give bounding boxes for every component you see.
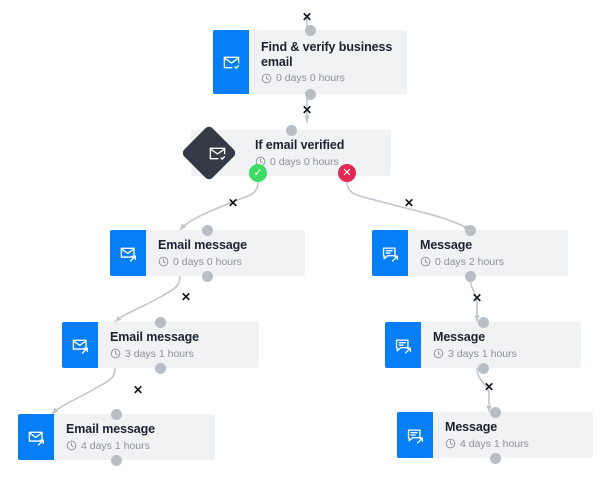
node-body: Email message 0 days 0 hours: [146, 230, 305, 276]
node-duration: 0 days 2 hours: [420, 256, 558, 268]
node-body: Email message 4 days 1 hours: [54, 414, 215, 460]
node-message-1[interactable]: Message 0 days 2 hours: [372, 224, 568, 282]
node-message-3[interactable]: Message 4 days 1 hours: [397, 406, 593, 464]
node-title: Email message: [110, 330, 200, 345]
edge-delete-x-icon-entry[interactable]: ✕: [301, 10, 313, 24]
clock-icon: [445, 438, 456, 449]
speech-bubble-arrow-icon: [407, 428, 423, 444]
node-duration: 0 days 0 hours: [158, 256, 295, 268]
edge-delete-x-icon-yes[interactable]: ✕: [227, 196, 239, 210]
node-duration-text: 4 days 1 hours: [81, 439, 150, 452]
node-port-top[interactable]: [155, 316, 166, 328]
node-port-top[interactable]: [489, 406, 501, 418]
node-message-2[interactable]: Message 3 days 1 hours: [385, 316, 581, 374]
node-title: Message: [445, 420, 498, 435]
edge-delete-x-icon-email1[interactable]: ✕: [180, 290, 192, 304]
node-title: If email verified: [255, 138, 345, 153]
node-body: Message 3 days 1 hours: [421, 322, 581, 368]
node-title: Find & verify business email: [261, 40, 393, 69]
node-icon-tile-decision: [180, 124, 243, 182]
node-port-bottom[interactable]: [489, 452, 501, 464]
node-icon-tile: [110, 230, 146, 276]
edge-delete-x-icon-no[interactable]: ✕: [403, 196, 415, 210]
node-body: If email verified 0 days 0 hours: [243, 130, 391, 176]
node-port-bottom[interactable]: [202, 270, 213, 282]
clock-icon: [433, 348, 444, 359]
node-port-top[interactable]: [285, 124, 297, 136]
speech-bubble-arrow-icon: [395, 338, 411, 354]
node-if-email-verified[interactable]: If email verified 0 days 0 hours: [180, 124, 391, 182]
speech-bubble-arrow-icon: [382, 246, 398, 262]
node-duration: 3 days 1 hours: [110, 348, 249, 360]
node-duration-text: 3 days 1 hours: [448, 347, 517, 360]
envelope-arrow-icon: [120, 247, 136, 262]
edge-delete-x-icon-email2[interactable]: ✕: [132, 383, 144, 397]
edge-yes-to-email1: [179, 181, 259, 231]
node-duration-text: 0 days 2 hours: [435, 255, 504, 268]
node-title: Email message: [66, 422, 156, 437]
node-duration-text: 3 days 1 hours: [125, 347, 194, 360]
node-body: Email message 3 days 1 hours: [98, 322, 259, 368]
envelope-check-icon: [209, 147, 227, 162]
clock-icon: [261, 73, 272, 83]
node-icon-tile: [213, 30, 249, 94]
edge-delete-x-icon-message1[interactable]: ✕: [471, 291, 483, 305]
node-duration-text: 0 days 0 hours: [276, 72, 345, 84]
node-duration-text: 4 days 1 hours: [460, 437, 529, 450]
node-port-top[interactable]: [304, 24, 316, 36]
branch-badge-no[interactable]: ✕: [338, 164, 356, 182]
envelope-check-icon: [223, 56, 241, 71]
node-duration-text: 0 days 0 hours: [270, 155, 339, 168]
clock-icon: [66, 440, 77, 451]
edge-delete-x-icon-1[interactable]: ✕: [301, 103, 313, 117]
node-email-message-2[interactable]: Email message 3 days 1 hours: [62, 316, 259, 374]
node-duration-text: 0 days 0 hours: [173, 255, 242, 268]
node-duration: 0 days 0 hours: [255, 156, 381, 168]
node-icon-tile: [397, 412, 433, 458]
node-duration: 4 days 1 hours: [445, 438, 583, 450]
edge-email1-to-email2: [114, 275, 181, 323]
node-icon-tile: [62, 322, 98, 368]
node-port-bottom[interactable]: [304, 88, 316, 100]
edge-delete-x-icon-message2[interactable]: ✕: [483, 380, 495, 394]
node-title: Email message: [158, 238, 248, 253]
node-port-bottom[interactable]: [477, 362, 489, 374]
node-duration: 4 days 1 hours: [66, 440, 205, 452]
envelope-arrow-icon: [28, 431, 44, 446]
node-icon-tile: [372, 230, 408, 276]
node-port-top[interactable]: [464, 224, 476, 236]
node-email-message-3[interactable]: Email message 4 days 1 hours: [18, 408, 215, 466]
decision-icon-wrap: [205, 141, 229, 165]
node-duration: 0 days 0 hours: [261, 72, 397, 84]
node-icon-tile: [18, 414, 54, 460]
edge-email2-to-email3: [51, 367, 116, 415]
node-port-bottom[interactable]: [464, 270, 476, 282]
node-find-verify-email[interactable]: Find & verify business email 0 days 0 ho…: [213, 24, 407, 100]
node-port-top[interactable]: [477, 316, 489, 328]
node-body: Message 0 days 2 hours: [408, 230, 568, 276]
clock-icon: [158, 256, 169, 267]
node-title: Message: [420, 238, 473, 253]
node-duration: 3 days 1 hours: [433, 348, 571, 360]
node-port-top[interactable]: [202, 224, 213, 236]
node-body: Find & verify business email 0 days 0 ho…: [249, 30, 407, 94]
node-body: Message 4 days 1 hours: [433, 412, 593, 458]
envelope-arrow-icon: [72, 339, 88, 354]
node-email-message-1[interactable]: Email message 0 days 0 hours: [110, 224, 305, 282]
node-port-top[interactable]: [111, 408, 122, 420]
node-port-bottom[interactable]: [155, 362, 166, 374]
clock-icon: [420, 256, 431, 267]
node-icon-tile: [385, 322, 421, 368]
node-port-bottom[interactable]: [111, 454, 122, 466]
node-title: Message: [433, 330, 486, 345]
branch-badge-yes[interactable]: ✓: [249, 164, 267, 182]
clock-icon: [110, 348, 121, 359]
